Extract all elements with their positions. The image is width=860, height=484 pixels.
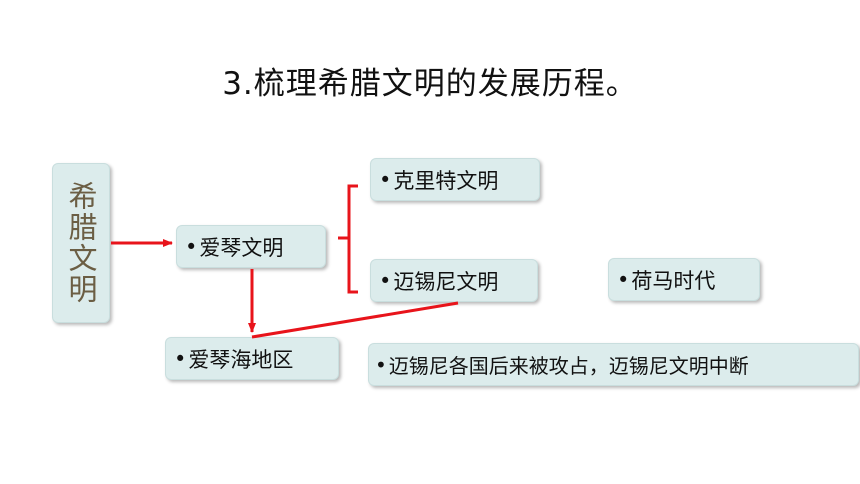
node-minoan-civilization: •克里特文明 <box>370 158 540 201</box>
bullet: • <box>379 167 392 192</box>
node-mycenaean-civilization: •迈锡尼文明 <box>370 259 538 302</box>
node-label: 爱琴海地区 <box>188 347 294 372</box>
node-label: 迈锡尼文明 <box>393 269 499 294</box>
node-label: 爱琴文明 <box>199 235 284 260</box>
node-label: 荷马时代 <box>631 268 716 293</box>
bullet: • <box>617 267 630 292</box>
node-label: 克里特文明 <box>393 168 499 193</box>
node-aegean-sea-region: •爱琴海地区 <box>165 337 339 380</box>
node-mycenae-conquered: •迈锡尼各国后来被攻占，迈锡尼文明中断 <box>368 343 859 386</box>
bullet: • <box>375 352 387 377</box>
node-aegean-civilization: •爱琴文明 <box>176 225 326 268</box>
bullet: • <box>185 234 198 259</box>
page-title: 3.梳理希腊文明的发展历程。 <box>222 66 638 102</box>
root-node-greek-civilization: 希腊文明 <box>52 163 110 323</box>
node-homeric-age: •荷马时代 <box>608 258 760 301</box>
bullet: • <box>379 268 392 293</box>
bracket-aegean-branches <box>338 184 358 294</box>
root-node-label: 希腊文明 <box>64 181 98 305</box>
bullet: • <box>174 346 187 371</box>
node-label: 迈锡尼各国后来被攻占，迈锡尼文明中断 <box>388 354 749 378</box>
line-mycenae-to-region <box>251 301 459 339</box>
